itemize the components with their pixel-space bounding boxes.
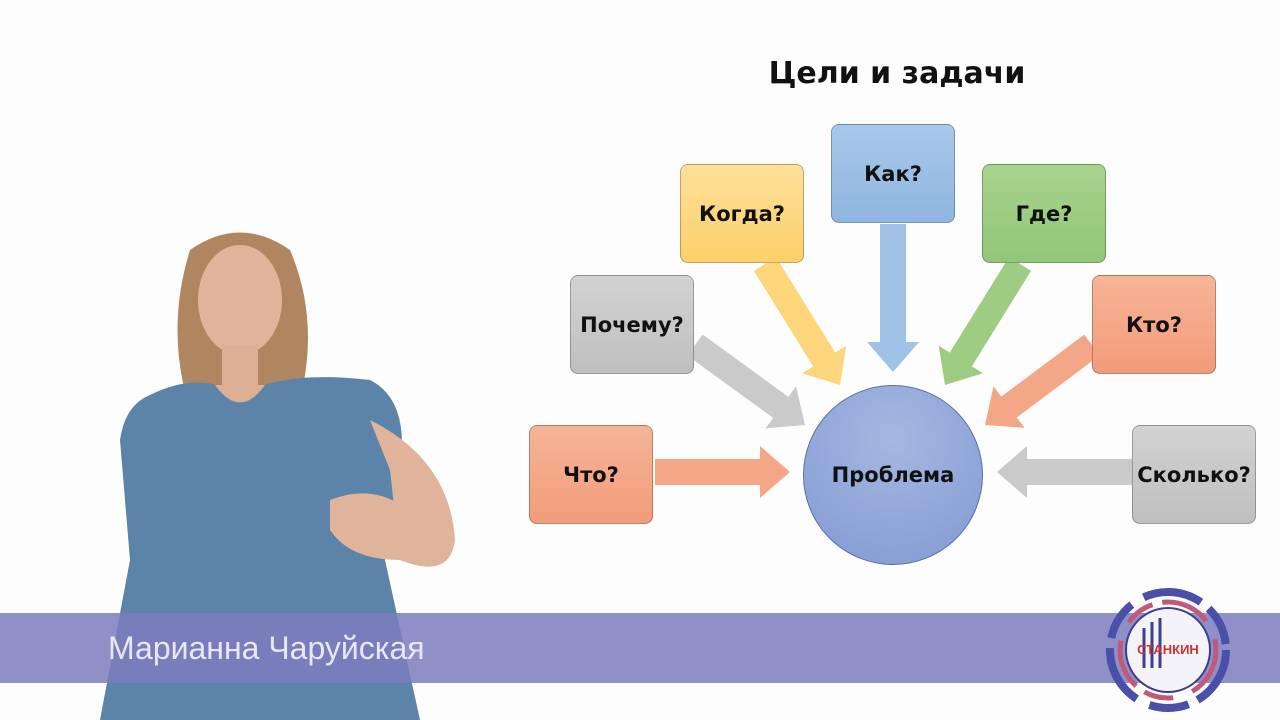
center-node-problem: Проблема xyxy=(803,385,983,565)
stankin-logo: СТАНКИН xyxy=(1106,588,1230,712)
node-kto: Кто? xyxy=(1092,275,1216,374)
lower-third-bar xyxy=(0,613,1280,683)
arrow-chto xyxy=(655,446,790,498)
node-skolko: Сколько? xyxy=(1132,425,1256,524)
arrow-gde xyxy=(938,257,1032,385)
node-kogda: Когда? xyxy=(680,164,804,263)
arrow-pochemu xyxy=(687,334,805,429)
arrow-kak xyxy=(867,224,919,372)
node-pochemu: Почему? xyxy=(570,275,694,374)
logo-text: СТАНКИН xyxy=(1137,642,1199,657)
arrow-skolko xyxy=(997,446,1132,498)
slide-title: Цели и задачи xyxy=(768,56,1026,91)
speaker-name: Марианна Чаруйская xyxy=(108,630,425,666)
arrows xyxy=(655,224,1132,498)
node-gde: Где? xyxy=(982,164,1106,263)
node-kak: Как? xyxy=(831,124,955,223)
arrow-kogda xyxy=(753,257,847,385)
node-chto: Что? xyxy=(529,425,653,524)
arrow-kto xyxy=(985,334,1100,428)
